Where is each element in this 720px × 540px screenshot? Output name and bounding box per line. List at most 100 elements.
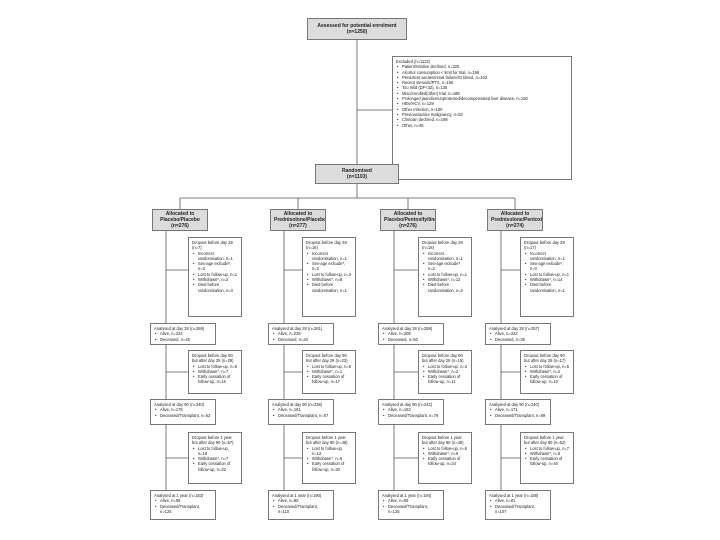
- box-item: Withdrawn*, n=2: [423, 369, 468, 375]
- box-title: Dropout before day 90 but after day 28 (…: [524, 353, 566, 364]
- box-item: Withdrawn*, n=14: [525, 277, 570, 283]
- box-item: Deceased/Transplant, n=79: [383, 413, 440, 419]
- box-item: Died before randomisation, n=2: [423, 282, 468, 293]
- box-item: Deceased/Transplant, n=62: [155, 413, 212, 419]
- box-item: Early cessation of follow-up, n=11: [423, 374, 468, 385]
- box-item: Early cessation of follow-up, n=40: [525, 456, 570, 467]
- box-item: Early cessation of follow-up, n=16: [193, 374, 238, 385]
- box-item: Lost to follow-up, n=1: [423, 272, 468, 278]
- arm-title: Allocated to Placebo/Placebo: [160, 211, 200, 223]
- box-item: Alive, n=81: [490, 498, 547, 504]
- box-list: Lost to follow-up, n=5Withdrawn*, n=2Ear…: [524, 364, 570, 385]
- dropout-day90-2: Dropout before day 90 but after day 28 (…: [302, 350, 356, 394]
- box-title: Dropout before day 90 but after day 28 (…: [192, 353, 234, 364]
- analysed-day28-1: Analysed at day 28 (n=269)Alive, n=224De…: [150, 323, 216, 345]
- box-list: Incorrect randomisation, n=1Sex-age exlc…: [192, 251, 238, 293]
- dropout-day28-3: Dropout before day 28 (n=18)Incorrect ra…: [418, 237, 472, 317]
- arm-header-3: Allocated to Placebo/Pentoxifylline(n=27…: [380, 209, 436, 231]
- box-item: Early cessation of follow-up, n=32: [193, 461, 238, 472]
- assessed-n: (n=1250): [346, 29, 368, 35]
- box-title: Analysed at day 28 (n=269): [154, 326, 205, 331]
- box-title: Analysed at 1 year (n=190): [272, 493, 322, 498]
- dropout-day90-3: Dropout before day 90 but after day 28 (…: [418, 350, 472, 394]
- arm-title: Allocated to Placebo/Pentoxifylline: [384, 211, 436, 223]
- box-item: Early cessation of follow-up, n=34: [423, 456, 468, 467]
- box-item: Sex-age exlcude*, n=3: [307, 261, 352, 272]
- box-title: Analysed at day 28 (n=258): [382, 326, 433, 331]
- randomised-box: Randomised (n=1103): [315, 164, 399, 184]
- box-title: Dropout before 1 year but after day 90 (…: [524, 435, 566, 446]
- assessed-box: Assessed for potential enrolment (n=1250…: [307, 18, 407, 40]
- dropout-1year-4: Dropout before 1 year but after day 90 (…: [520, 432, 574, 484]
- excluded-item: Other, n=45: [397, 123, 568, 129]
- box-item: Withdrawn*, n=1: [307, 369, 352, 375]
- box-title: Dropout before day 28 (n=16): [306, 240, 347, 251]
- box-item: Deceased/Transplant, n=110: [273, 504, 330, 515]
- box-list: Lost to follow-up, n=12Withdrawn*, n=6Ea…: [306, 446, 352, 472]
- box-list: Alive, n=58Deceased/Transplant, n=125: [154, 498, 212, 514]
- arm-title: Allocated to Prednisolone/Pentoxifylline: [491, 211, 543, 223]
- analysed-1year-2: Analysed at 1 year (n=190)Alive, n=80Dec…: [268, 490, 334, 520]
- box-list: Lost to follow-up, n=6Withdrawn*, n=7Ear…: [192, 364, 238, 385]
- box-title: Analysed at day 90 (n=242): [382, 402, 433, 407]
- excluded-item: Misc/enrolled(other) trial, n=188: [397, 91, 568, 97]
- analysed-1year-1: Analysed at 1 year (n=183)Alive, n=58Dec…: [150, 490, 216, 520]
- box-list: Alive, n=222Deceased, n=35: [489, 331, 547, 342]
- box-title: Dropout before 1 year but after day 90 (…: [192, 435, 234, 446]
- arm-n: (n=274): [506, 223, 524, 229]
- arm-title: Allocated to Prednisolone/Placebo: [274, 211, 326, 223]
- box-title: Dropout before day 28 (n=18): [422, 240, 463, 251]
- box-item: Deceased, n=35: [490, 337, 547, 343]
- excluded-item: Too mild (DF<32), n=135: [397, 85, 568, 91]
- box-item: Alive, n=224: [155, 331, 212, 337]
- box-item: Sex-age exlcude*, n=2: [423, 261, 468, 272]
- box-item: Lost to follow-up, n=1: [525, 272, 570, 278]
- excluded-item: HBV/HCV, n=129: [397, 101, 568, 107]
- box-item: Alive, n=222: [490, 331, 547, 337]
- box-title: Dropout before day 28 (n=7): [192, 240, 233, 251]
- box-list: Alive, n=80Deceased/Transplant, n=110: [272, 498, 330, 514]
- arm-n: (n=276): [171, 223, 189, 229]
- box-item: Lost to follow-up, n=6: [193, 364, 238, 370]
- box-item: Alive, n=69: [383, 498, 440, 504]
- box-list: Alive, n=171Deceased/Transplant, n=69: [489, 407, 547, 418]
- box-item: Died before randomisation, n=1: [525, 282, 570, 293]
- randomised-n: (n=1103): [346, 174, 368, 180]
- box-item: Lost to follow-up, n=3: [423, 364, 468, 370]
- box-title: Analysed at day 90 (n=240): [154, 402, 205, 407]
- box-item: Incorrect randomisation, n=1: [423, 251, 468, 262]
- box-item: Withdrawn*, n=5: [525, 451, 570, 457]
- box-title: Dropout before day 90 but after day 28 (…: [422, 353, 464, 364]
- box-list: Alive, n=81Deceased/Transplant, n=107: [489, 498, 547, 514]
- box-list: Alive, n=224Deceased, n=45: [154, 331, 212, 342]
- dropout-day90-1: Dropout before day 90 but after day 28 (…: [188, 350, 242, 394]
- box-item: Incorrect randomisation, n=1: [307, 251, 352, 262]
- box-item: Deceased, n=50: [383, 337, 440, 343]
- analysed-day28-2: Analysed at day 28 (n=261)Alive, n=228De…: [268, 323, 334, 345]
- box-list: Alive, n=228Deceased, n=33: [272, 331, 330, 342]
- box-item: Incorrect randomisation, n=1: [525, 251, 570, 262]
- assessed-title: Assessed for potential enrolment: [317, 23, 397, 29]
- box-item: Alive, n=80: [273, 498, 330, 504]
- dropout-day28-2: Dropout before day 28 (n=16)Incorrect ra…: [302, 237, 356, 317]
- dropout-1year-3: Dropout before 1 year but after day 90 (…: [418, 432, 472, 484]
- box-item: Alive, n=58: [155, 498, 212, 504]
- box-item: Lost to follow-up, n=7: [525, 446, 570, 452]
- box-title: Analysed at day 90 (n=240): [489, 402, 540, 407]
- box-list: Incorrect randomisation, n=1Sex-age exlc…: [422, 251, 468, 293]
- excluded-item: Persistent ascites/renal failure/GI blee…: [397, 75, 568, 81]
- analysed-day90-4: Analysed at day 90 (n=240)Alive, n=171De…: [485, 399, 551, 425]
- box-item: Alive, n=163: [383, 407, 440, 413]
- box-item: Alive, n=178: [155, 407, 212, 413]
- excluded-item: Other infection, n=100: [397, 107, 568, 113]
- box-item: Lost to follow-up, n=12: [307, 446, 352, 457]
- dropout-1year-1: Dropout before 1 year but after day 90 (…: [188, 432, 242, 484]
- box-item: Alive, n=171: [490, 407, 547, 413]
- excluded-item: Recent steroids/PTX, n=160: [397, 80, 568, 86]
- box-list: Incorrect randomisation, n=1Sex-age exlc…: [524, 251, 570, 293]
- box-list: Alive, n=163Deceased/Transplant, n=79: [382, 407, 440, 418]
- excluded-item: Prolonged jaundice/unprotected/decompens…: [397, 96, 568, 102]
- arm-n: (n=277): [289, 223, 307, 229]
